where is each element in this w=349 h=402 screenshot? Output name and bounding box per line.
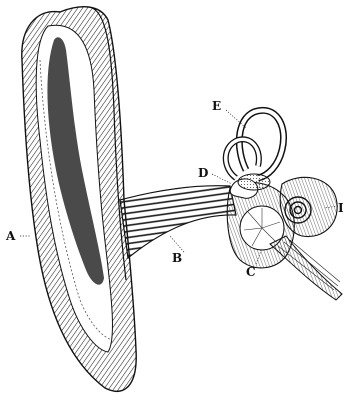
outer-ear-pinna [22,7,136,392]
cochlea-body [280,177,337,236]
canal-tube [120,186,236,258]
label-d: D [198,166,208,180]
label-b: B [172,251,182,265]
label-i: I [338,201,344,215]
label-a: A [5,229,16,243]
label-e: E [212,99,221,113]
label-c: C [246,265,256,279]
vestibule [238,174,270,190]
ear-canal [120,186,236,258]
leader-b [170,236,184,252]
cochlea [270,177,342,300]
semicircular-canals [226,110,284,190]
